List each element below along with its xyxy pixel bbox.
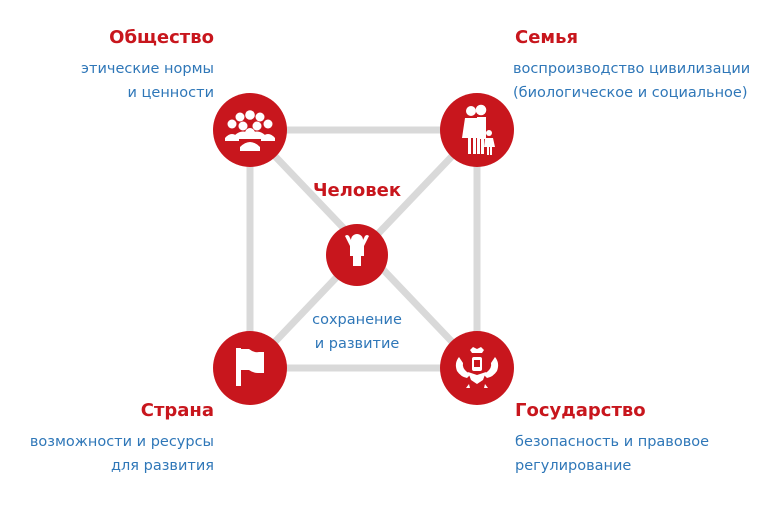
coat-of-arms-eagle-icon [455,347,499,388]
society-description-line: и ценности [127,85,215,101]
person-node [326,224,388,286]
society-description-line: этические нормы [81,61,214,77]
family-description-line: (биологическое и социальное) [513,85,748,101]
state-description: безопасность и правовое регулирование [515,430,709,478]
family-description: воспроизводство цивилизации (биологическ… [513,57,750,105]
family-icon [462,104,495,155]
people-group-icon [225,110,275,151]
society-description: этические нормы и ценности [81,57,214,105]
country-description-line: возможности и ресурсы [29,434,214,450]
flag-icon [236,348,264,386]
family-description-line: воспроизводство цивилизации [513,61,751,77]
person-description: сохранение и развитие [292,308,422,356]
state-title: Государство [515,400,646,421]
country-node [213,331,287,405]
country-title: Страна [140,400,214,421]
state-description-line: безопасность и правовое [515,434,710,450]
state-description-line: регулирование [515,458,632,474]
society-title: Общество [109,27,214,48]
country-description-line: для развития [111,458,214,474]
state-node [440,331,514,405]
society-node [213,93,287,167]
person-description-line: сохранение [312,312,402,328]
child-icon [345,234,369,266]
country-description: возможности и ресурсы для развития [30,430,214,478]
person-description-line: и развитие [314,336,400,352]
person-title: Человек [312,180,402,201]
family-node [440,93,514,167]
family-title: Семья [515,27,579,48]
